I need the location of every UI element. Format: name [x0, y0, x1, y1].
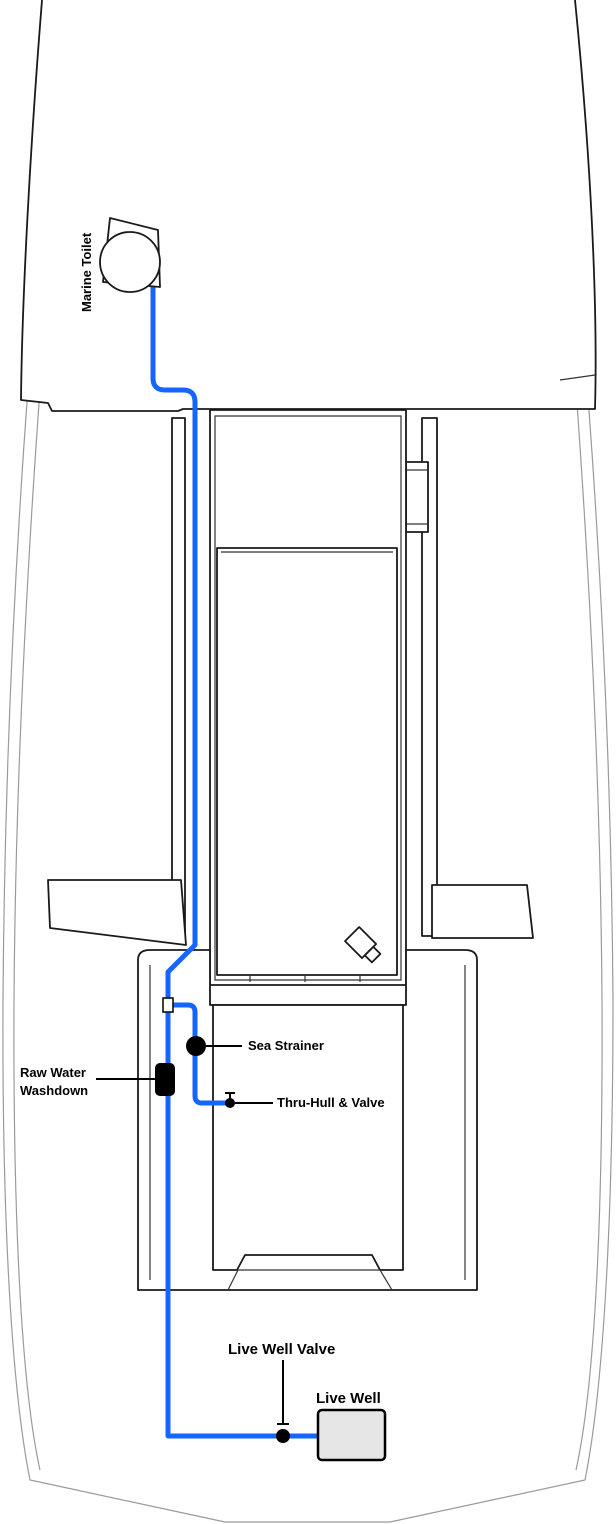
live-well-box — [316, 1408, 387, 1462]
thru-hull-valve-icon — [225, 1092, 273, 1108]
raw-water-pump-icon — [155, 1063, 175, 1096]
live-well-valve-icon — [276, 1360, 290, 1443]
live-well-label: Live Well — [316, 1390, 381, 1407]
tee-fitting — [162, 997, 174, 1013]
aft-cockpit — [137, 949, 478, 1291]
port-wing — [47, 879, 187, 946]
raw-water-label-line1: Raw Water — [20, 1065, 86, 1080]
thru-hull-valve-label: Thru-Hull & Valve — [277, 1095, 385, 1110]
raw-water-label-line2: Washdown — [20, 1083, 88, 1098]
starboard-wing — [431, 884, 534, 939]
sea-strainer-icon — [186, 1036, 206, 1056]
live-well-valve-label: Live Well Valve — [228, 1341, 335, 1358]
marine-toilet-label: Marine Toilet — [79, 232, 94, 312]
helm-seat-icon — [344, 926, 382, 964]
center-console — [209, 409, 407, 986]
toilet-supply-line — [150, 283, 286, 1439]
bow-deck — [20, 0, 597, 412]
sea-strainer-label: Sea Strainer — [248, 1038, 324, 1053]
marine-toilet-icon — [99, 217, 161, 293]
